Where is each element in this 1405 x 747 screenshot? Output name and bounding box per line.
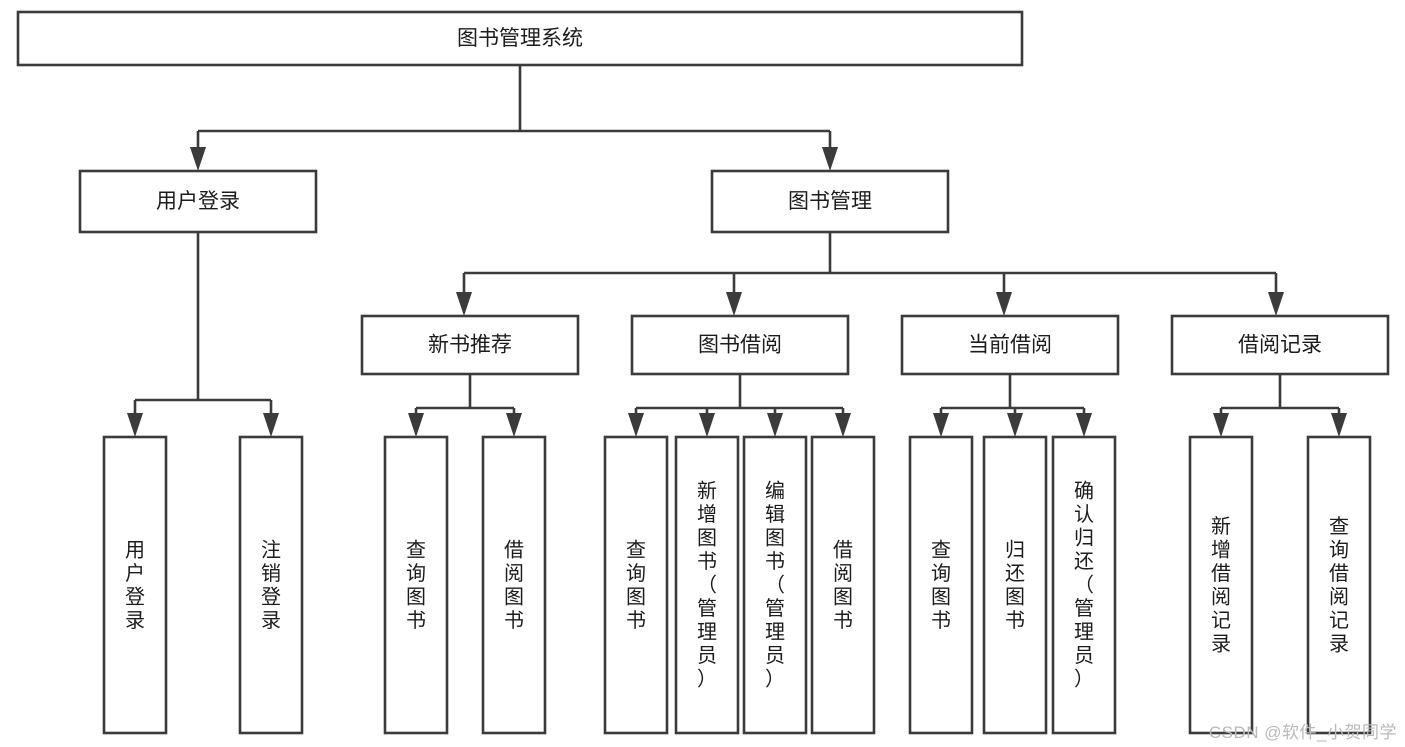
node-label: 编辑图书（管理员） bbox=[765, 480, 785, 691]
node-borrow-record[interactable]: 借阅记录 bbox=[1170, 314, 1390, 376]
node-leaf-borrow-book-1[interactable]: 借阅图书 bbox=[481, 435, 547, 735]
node-new-book-rec[interactable]: 新书推荐 bbox=[360, 314, 580, 376]
connector-newbook-to-leaves bbox=[408, 374, 522, 437]
node-leaf-add-record[interactable]: 新增借阅记录 bbox=[1188, 435, 1254, 735]
node-current-borrow[interactable]: 当前借阅 bbox=[900, 314, 1120, 376]
node-book-borrow[interactable]: 图书借阅 bbox=[630, 314, 850, 376]
node-label: 借阅图书 bbox=[504, 538, 524, 632]
node-leaf-borrow-book-2[interactable]: 借阅图书 bbox=[810, 435, 876, 735]
node-label: 查询图书 bbox=[406, 538, 426, 632]
node-label: 图书管理系统 bbox=[457, 27, 583, 50]
node-label: 借阅记录 bbox=[1238, 334, 1322, 357]
node-leaf-query-book-2[interactable]: 查询图书 bbox=[603, 435, 669, 735]
connector-bookmanage-to-level3 bbox=[456, 232, 1284, 316]
connector-bookborrow-to-leaves bbox=[628, 374, 851, 437]
node-user-login[interactable]: 用户登录 bbox=[78, 169, 318, 234]
connector-currentborrow-to-leaves bbox=[933, 374, 1092, 437]
node-label: 新书推荐 bbox=[428, 334, 512, 357]
node-layer: 图书管理系统用户登录图书管理新书推荐图书借阅当前借阅借阅记录用户登录注销登录查询… bbox=[16, 10, 1390, 735]
node-leaf-user-login[interactable]: 用户登录 bbox=[102, 435, 168, 735]
connector-root-to-level2 bbox=[190, 65, 838, 171]
node-leaf-logout[interactable]: 注销登录 bbox=[238, 435, 304, 735]
node-root[interactable]: 图书管理系统 bbox=[16, 10, 1024, 67]
node-leaf-query-book-1[interactable]: 查询图书 bbox=[383, 435, 449, 735]
node-leaf-query-record[interactable]: 查询借阅记录 bbox=[1306, 435, 1372, 735]
node-label: 查询图书 bbox=[931, 538, 951, 632]
connector-borrowrecord-to-leaves bbox=[1213, 374, 1347, 437]
node-label: 图书管理 bbox=[788, 190, 872, 213]
node-label: 图书借阅 bbox=[698, 334, 782, 357]
node-label: 归还图书 bbox=[1005, 538, 1025, 632]
node-leaf-edit-book[interactable]: 编辑图书（管理员） bbox=[742, 435, 808, 735]
node-label: 注销登录 bbox=[261, 538, 281, 632]
node-label: 用户登录 bbox=[125, 539, 145, 632]
node-leaf-confirm-return[interactable]: 确认归还（管理员） bbox=[1051, 435, 1117, 735]
node-book-manage[interactable]: 图书管理 bbox=[710, 169, 950, 234]
node-leaf-query-book-3[interactable]: 查询图书 bbox=[908, 435, 974, 735]
node-label: 新增借阅记录 bbox=[1211, 515, 1231, 656]
node-leaf-return-book[interactable]: 归还图书 bbox=[982, 435, 1048, 735]
node-label: 用户登录 bbox=[156, 190, 240, 213]
node-label: 查询图书 bbox=[626, 538, 646, 632]
connector-layer bbox=[127, 65, 1347, 437]
node-leaf-add-book[interactable]: 新增图书（管理员） bbox=[674, 435, 740, 735]
connector-userlogin-to-leaves bbox=[127, 232, 279, 437]
node-label: 当前借阅 bbox=[968, 334, 1052, 357]
node-label: 确认归还（管理员） bbox=[1074, 480, 1094, 691]
node-label: 查询借阅记录 bbox=[1329, 515, 1349, 656]
node-label: 新增图书（管理员） bbox=[697, 480, 717, 691]
node-label: 借阅图书 bbox=[833, 538, 853, 632]
